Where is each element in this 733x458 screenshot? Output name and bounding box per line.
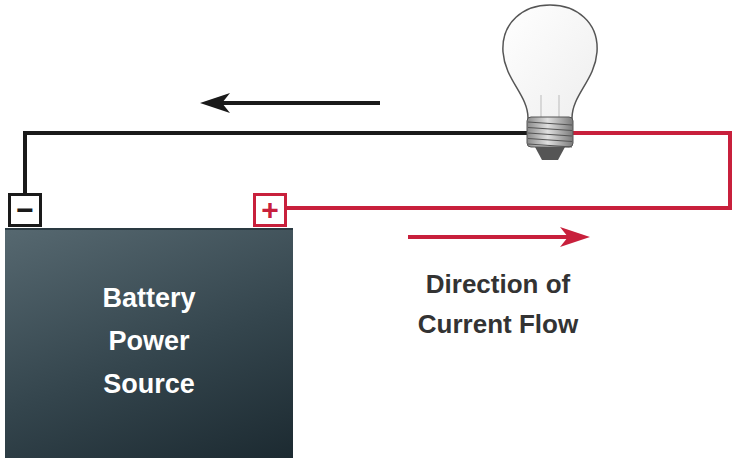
bulb-base <box>527 117 573 147</box>
bulb-contact <box>535 147 565 160</box>
negative-wire <box>25 133 530 193</box>
flow-arrow-red <box>408 235 572 239</box>
bulb-threads <box>528 122 572 147</box>
arrowhead-red <box>560 227 590 247</box>
flow-caption: Direction of Current Flow <box>392 264 604 344</box>
battery-box: Battery Power Source <box>5 228 293 458</box>
battery-label: Battery Power Source <box>74 277 224 406</box>
negative-terminal: − <box>8 193 42 227</box>
terminal-symbol: + <box>261 195 279 225</box>
flow-arrow-black <box>218 101 380 105</box>
positive-wire <box>287 133 730 208</box>
arrowhead-black <box>200 93 230 113</box>
bulb-filament-support <box>541 95 559 118</box>
positive-terminal: + <box>253 193 287 227</box>
bulb-glass <box>503 5 597 118</box>
terminal-symbol: − <box>16 195 34 225</box>
